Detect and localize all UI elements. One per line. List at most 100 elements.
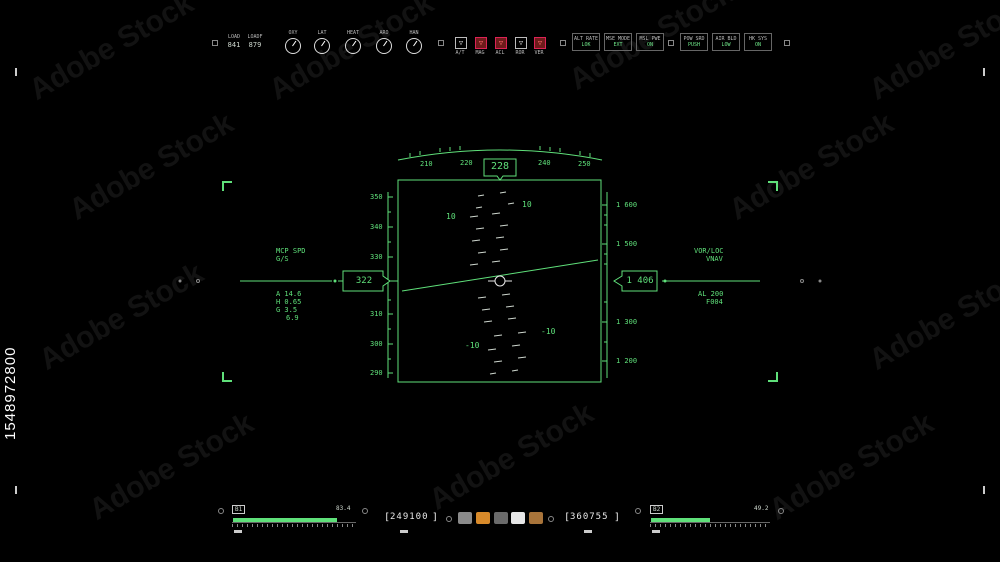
- hud-corner: [222, 181, 232, 191]
- right-gauge-fill: [651, 518, 710, 522]
- panel-screw: [784, 40, 790, 46]
- left-counter-bracket: ]: [432, 512, 439, 523]
- panel-screw: [560, 40, 566, 46]
- right-marker: [983, 486, 985, 494]
- altitude-tick: 1 200: [616, 357, 638, 365]
- oxy-knob[interactable]: [285, 38, 301, 54]
- h-value: H 0.65: [276, 298, 302, 306]
- panel-screw: [668, 40, 674, 46]
- speed-readout: 322: [355, 276, 373, 286]
- speed-tick: 290: [370, 369, 383, 377]
- left-counter-tag: [400, 530, 408, 533]
- right-counter-tag: [584, 530, 592, 533]
- warning-triangle-icon[interactable]: ▽: [534, 37, 546, 49]
- warning-label: A/T: [455, 50, 465, 56]
- right-marker: [983, 68, 985, 76]
- left-gauge-track: [232, 516, 356, 523]
- aro-knob[interactable]: [376, 38, 392, 54]
- knob-label: HEAT: [346, 30, 360, 36]
- lat-knob[interactable]: [314, 38, 330, 54]
- speed-tick: 340: [370, 223, 383, 231]
- knob-label: LAT: [317, 30, 327, 36]
- warning-triangle-icon[interactable]: ▽: [515, 37, 527, 49]
- load-value: 841: [227, 41, 241, 49]
- vnav-label: VNAV: [706, 255, 723, 263]
- warning-label: ACL: [495, 50, 505, 56]
- heading-tick: 250: [578, 160, 591, 168]
- loadf-value: 879: [248, 41, 262, 49]
- a-value: A 14.6: [276, 290, 302, 298]
- panel-screw: [438, 40, 444, 46]
- warning-label: ROR: [515, 50, 525, 56]
- knob-label: OXY: [288, 30, 298, 36]
- right-gauge-scale: [650, 524, 770, 527]
- right-counter-bracket: ]: [614, 512, 621, 523]
- panel-screw: [778, 508, 784, 514]
- gs-label: G/S: [276, 255, 289, 263]
- knob-label: HAN: [409, 30, 419, 36]
- hud-corner: [768, 372, 778, 382]
- warning-triangle-icon[interactable]: ▽: [455, 37, 467, 49]
- loadf-label: LOADF: [247, 34, 263, 40]
- hud-corner: [222, 372, 232, 382]
- panel-screw: [635, 508, 641, 514]
- han-knob[interactable]: [406, 38, 422, 54]
- orange-button[interactable]: [476, 512, 490, 524]
- altitude-tick: 1 500: [616, 240, 638, 248]
- al-value: AL 200: [698, 290, 724, 298]
- speed-tick: 300: [370, 340, 383, 348]
- right-counter: 360755: [570, 512, 609, 522]
- load-label: LOAD: [227, 34, 241, 40]
- g-value: G 3.5: [276, 306, 298, 314]
- warning-triangle-icon[interactable]: ▽: [475, 37, 487, 49]
- left-gauge-value: 83.4: [336, 505, 351, 512]
- panel-screw: [218, 508, 224, 514]
- right-counter-bracket: [: [564, 512, 571, 523]
- pitch-label-upper-right: 10: [522, 200, 532, 209]
- panel-screw: [362, 508, 368, 514]
- left-marker: [15, 68, 17, 76]
- altitude-tick: 1 300: [616, 318, 638, 326]
- warning-triangle-icon[interactable]: ▽: [495, 37, 507, 49]
- right-gauge-value: 49.2: [754, 505, 769, 512]
- pitch-label-upper-left: 10: [446, 212, 456, 221]
- heading-readout: 228: [490, 161, 510, 172]
- left-counter: 249100: [390, 512, 429, 522]
- knob-label: ARO: [379, 30, 389, 36]
- right-gauge-tag: [652, 530, 660, 533]
- left-gauge-scale: [232, 524, 356, 527]
- heat-knob[interactable]: [345, 38, 361, 54]
- dark-button[interactable]: [494, 512, 508, 524]
- right-gauge-id: B2: [650, 505, 664, 514]
- heading-tick: 220: [460, 159, 473, 167]
- gray-button[interactable]: [458, 512, 472, 524]
- vor-loc-label: VOR/LOC: [694, 247, 724, 255]
- heading-tick: 210: [420, 160, 433, 168]
- altitude-readout: 1 406: [626, 276, 654, 286]
- pitch-label-lower-right: -10: [541, 327, 556, 336]
- bronze-button[interactable]: [529, 512, 543, 524]
- left-gauge-tag: [234, 530, 242, 533]
- warning-label: VER: [534, 50, 544, 56]
- v-value: 6.9: [286, 314, 299, 322]
- warning-label: MAG: [475, 50, 485, 56]
- speed-tick: 330: [370, 253, 383, 261]
- white-button[interactable]: [511, 512, 525, 524]
- hud-corner: [768, 181, 778, 191]
- pitch-label-lower-left: -10: [465, 341, 480, 350]
- left-gauge-id: B1: [232, 505, 246, 514]
- speed-tick: 310: [370, 310, 383, 318]
- panel-screw: [212, 40, 218, 46]
- left-counter-bracket: [: [384, 512, 391, 523]
- left-marker: [15, 486, 17, 494]
- panel-screw: [548, 516, 554, 522]
- altitude-tick: 1 600: [616, 201, 638, 209]
- left-gauge-fill: [233, 518, 337, 522]
